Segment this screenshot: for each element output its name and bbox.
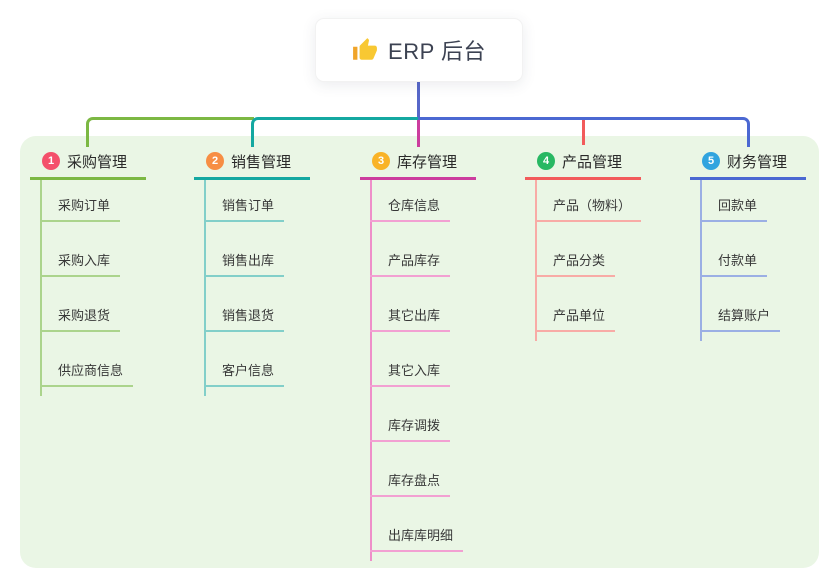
branch-number-badge: 5 xyxy=(702,152,720,170)
connector-branch2-elbow xyxy=(251,117,419,147)
child-node[interactable]: 仓库信息 xyxy=(370,195,451,222)
branch-label: 财务管理 xyxy=(727,153,788,171)
thumbs-up-icon xyxy=(352,37,378,63)
connector-branch5-elbow xyxy=(418,117,750,147)
child-node[interactable]: 销售出库 xyxy=(204,250,285,277)
branch-number-badge: 2 xyxy=(206,152,224,170)
branch-label: 产品管理 xyxy=(562,153,623,171)
branch-header-inventory[interactable]: 3 库存管理 xyxy=(360,145,476,180)
child-node[interactable]: 销售订单 xyxy=(204,195,285,222)
root-node[interactable]: ERP 后台 xyxy=(315,18,523,82)
connector-root-stem xyxy=(417,82,420,118)
branch3-child-connector xyxy=(370,180,372,561)
child-node[interactable]: 销售退货 xyxy=(204,305,285,332)
child-node[interactable]: 产品（物料） xyxy=(535,195,642,222)
child-node[interactable]: 结算账户 xyxy=(700,305,781,332)
child-node[interactable]: 其它入库 xyxy=(370,360,451,387)
branch-label: 库存管理 xyxy=(397,153,458,171)
branch-number-badge: 1 xyxy=(42,152,60,170)
child-node[interactable]: 供应商信息 xyxy=(40,360,134,387)
branch-number-badge: 3 xyxy=(372,152,390,170)
child-node[interactable]: 其它出库 xyxy=(370,305,451,332)
branch-label: 采购管理 xyxy=(67,153,128,171)
child-node[interactable]: 产品库存 xyxy=(370,250,451,277)
branch-header-finance[interactable]: 5 财务管理 xyxy=(690,145,806,180)
connector-branch3-drop xyxy=(417,120,420,147)
child-node[interactable]: 产品分类 xyxy=(535,250,616,277)
child-node[interactable]: 采购入库 xyxy=(40,250,121,277)
child-node[interactable]: 库存盘点 xyxy=(370,470,451,497)
branch4-child-connector xyxy=(535,180,537,341)
root-node-label: ERP 后台 xyxy=(388,39,486,64)
child-node[interactable]: 客户信息 xyxy=(204,360,285,387)
child-node[interactable]: 回款单 xyxy=(700,195,768,222)
connector-branch4-drop xyxy=(582,120,585,145)
branch1-child-connector xyxy=(40,180,42,396)
branch2-child-connector xyxy=(204,180,206,396)
branch-header-purchase[interactable]: 1 采购管理 xyxy=(30,145,146,180)
branch-number-badge: 4 xyxy=(537,152,555,170)
child-node[interactable]: 付款单 xyxy=(700,250,768,277)
branch5-child-connector xyxy=(700,180,702,341)
branch-label: 销售管理 xyxy=(231,153,292,171)
child-node[interactable]: 出库库明细 xyxy=(370,525,464,552)
child-node[interactable]: 采购退货 xyxy=(40,305,121,332)
child-node[interactable]: 采购订单 xyxy=(40,195,121,222)
branch-header-sales[interactable]: 2 销售管理 xyxy=(194,145,310,180)
branch-header-product[interactable]: 4 产品管理 xyxy=(525,145,641,180)
child-node[interactable]: 产品单位 xyxy=(535,305,616,332)
child-node[interactable]: 库存调拨 xyxy=(370,415,451,442)
connector-branch1-elbow xyxy=(86,117,254,147)
